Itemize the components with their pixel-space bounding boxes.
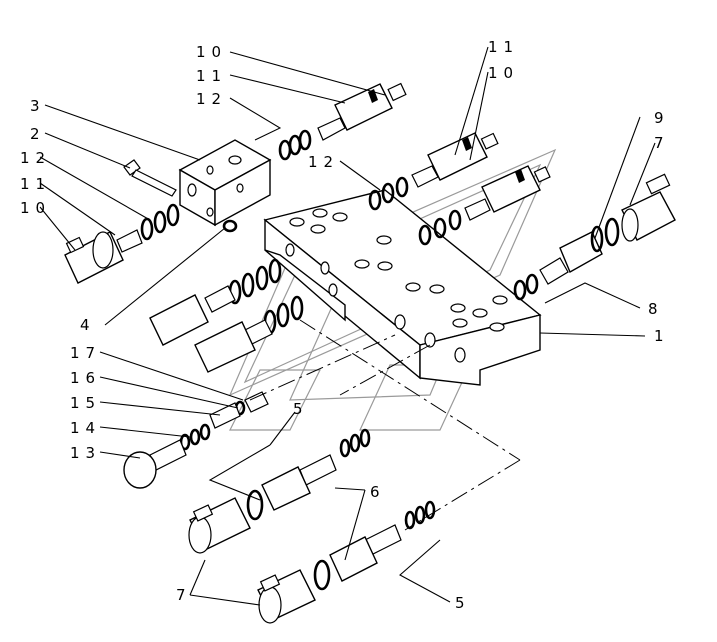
solenoid-right-upper [368, 132, 499, 211]
cartridge-lower-2 [257, 500, 436, 624]
label-9: 9 [654, 109, 670, 127]
label-1: 1 [654, 327, 670, 345]
label-12-center: 12 [308, 153, 339, 171]
label-11-left: 11 [20, 175, 51, 193]
label-10-right: 10 [488, 64, 519, 82]
solenoid-left [64, 203, 180, 284]
label-5-upper: 5 [293, 400, 309, 418]
label-2: 2 [30, 125, 46, 143]
label-8: 8 [648, 300, 664, 318]
plug-assembly [123, 391, 269, 489]
label-4: 4 [80, 316, 96, 334]
label-5-lower: 5 [455, 594, 471, 612]
cartridge-lower-1 [188, 428, 371, 554]
label-12-left: 12 [20, 149, 51, 167]
bolt [123, 159, 177, 197]
part-labels: 10 11 12 3 2 12 11 10 11 10 12 9 7 8 1 4… [20, 38, 670, 612]
label-11-top: 11 [196, 67, 227, 85]
label-10-left: 10 [20, 199, 51, 217]
cartridge-right [513, 173, 676, 301]
label-13: 13 [70, 444, 101, 462]
o-ring-4 [222, 219, 238, 233]
label-7-right: 7 [654, 134, 670, 152]
label-7-lower: 7 [176, 586, 192, 604]
centre-lines [249, 319, 521, 531]
valve-block [263, 189, 542, 386]
solenoid-lower-left-1 [149, 258, 282, 346]
label-16: 16 [70, 369, 101, 387]
leader-lines [39, 46, 656, 606]
label-15: 15 [70, 394, 101, 412]
label-17: 17 [70, 344, 101, 362]
solenoid-right-middle [418, 165, 551, 246]
label-10-top: 10 [196, 43, 227, 61]
label-14: 14 [70, 419, 101, 437]
label-3: 3 [30, 97, 46, 115]
small-block [178, 139, 272, 227]
label-6: 6 [370, 483, 386, 501]
label-12-top: 12 [196, 90, 227, 108]
label-11-right: 11 [488, 38, 519, 56]
solenoid-lower-left-2 [194, 295, 304, 373]
solenoid-top-center [278, 82, 407, 161]
